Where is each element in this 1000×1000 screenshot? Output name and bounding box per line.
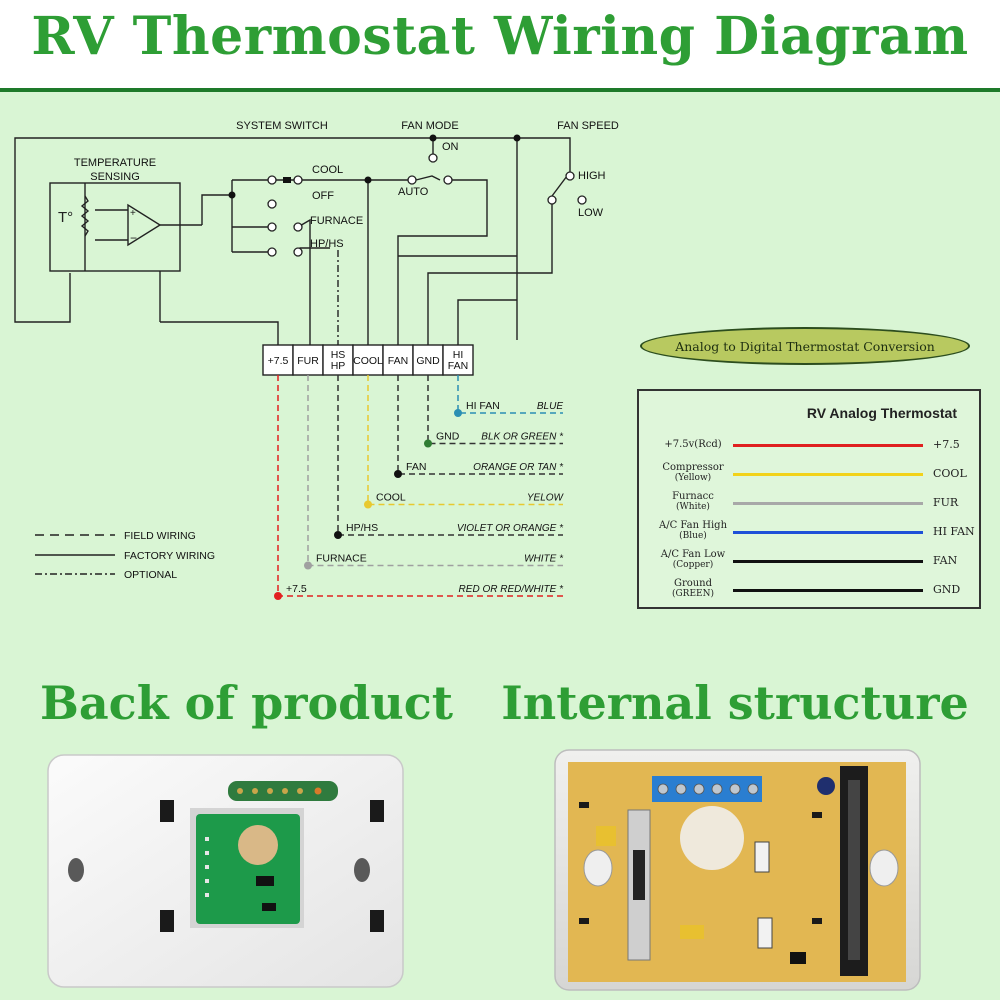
analog-row-terminal: HI FAN <box>933 525 975 538</box>
label-furnace: FURNACE <box>310 215 363 227</box>
wire-label: COOL <box>376 492 406 504</box>
field-wire-row: GND BLK OR GREEN * <box>424 375 564 448</box>
analog-row-terminal: +7.5 <box>933 438 960 451</box>
label-cool: COOL <box>312 164 343 176</box>
analog-row: A/C Fan High(Blue) HI FAN <box>649 520 979 544</box>
legend-optional: OPTIONAL <box>124 569 177 581</box>
wire-color-name: BLK OR GREEN * <box>481 432 564 443</box>
analog-row-label: Compressor(Yellow) <box>662 462 724 483</box>
analog-row-terminal: FAN <box>933 554 958 567</box>
field-wire-row: FURNACE WHITE * <box>304 375 564 570</box>
label-temperature-sensing: TEMPERATURE <box>74 157 156 169</box>
svg-text:−: − <box>130 231 137 245</box>
analog-row-terminal: GND <box>933 583 961 596</box>
wire-color-name: WHITE * <box>524 554 564 565</box>
analog-row: +7.5v(Rcd) +7.5 <box>649 433 979 457</box>
legend-factory-wiring: FACTORY WIRING <box>124 550 215 562</box>
wire-label: FAN <box>406 461 426 473</box>
label-fan-speed: FAN SPEED <box>557 120 619 132</box>
label-auto: AUTO <box>398 186 429 198</box>
analog-row-wire <box>733 560 923 563</box>
analog-row-wire <box>733 473 923 476</box>
wire-label: HI FAN <box>466 400 500 412</box>
svg-text:HI: HI <box>453 349 464 361</box>
analog-table-title: RV Analog Thermostat <box>806 405 957 421</box>
terminal--7-5: +7.5 <box>262 344 294 376</box>
wire-label: HP/HS <box>346 522 378 534</box>
analog-row-label: +7.5v(Rcd) <box>664 439 722 450</box>
label-low: LOW <box>578 207 604 219</box>
svg-text:+: + <box>130 208 136 219</box>
wire-color-name: YELOW <box>527 493 565 504</box>
terminal-gnd: GND <box>412 344 444 376</box>
field-wire-row: HI FAN BLUE <box>454 375 563 417</box>
analog-row-wire <box>733 502 923 505</box>
label-fan-mode: FAN MODE <box>401 120 458 132</box>
field-wires: HI FAN BLUE GND BLK OR GREEN * FAN ORANGE OR … <box>274 375 565 600</box>
internal-structure-title: Internal structure <box>501 676 969 730</box>
conversion-badge-label: Analog to Digital Thermostat Conversion <box>675 338 935 354</box>
terminal-cool: COOL <box>352 344 384 376</box>
title-band <box>0 0 1000 92</box>
wire-color-name: BLUE <box>537 401 563 412</box>
label-hphs: HP/HS <box>310 238 344 250</box>
svg-text:HP: HP <box>331 360 346 372</box>
conversion-badge: Analog to Digital Thermostat Conversion <box>640 327 970 365</box>
terminal-fur: FUR <box>292 344 324 376</box>
analog-row-label: Ground(GREEN) <box>671 578 714 599</box>
wire-color-name: RED OR RED/WHITE * <box>459 584 565 595</box>
analog-row: A/C Fan Low(Copper) FAN <box>649 549 979 573</box>
label-high: HIGH <box>578 170 606 182</box>
svg-text:FUR: FUR <box>297 355 319 367</box>
wire-color-name: VIOLET OR ORANGE * <box>457 523 564 534</box>
field-wire-row: FAN ORANGE OR TAN * <box>394 375 564 478</box>
svg-text:SENSING: SENSING <box>90 171 140 183</box>
label-system-switch: SYSTEM SWITCH <box>236 120 328 132</box>
svg-text:HS: HS <box>331 349 346 361</box>
svg-text:GND: GND <box>416 355 440 367</box>
analog-row-label: Furnacc(White) <box>672 491 714 512</box>
analog-row-terminal: COOL <box>933 467 967 480</box>
wire-label: FURNACE <box>316 553 367 565</box>
analog-row: Furnacc(White) FUR <box>649 491 979 515</box>
field-wire-row: COOL YELOW <box>364 375 565 509</box>
analog-row-wire <box>733 531 923 534</box>
field-wire-row: HP/HS VIOLET OR ORANGE * <box>334 375 564 539</box>
label-on: ON <box>442 141 459 153</box>
back-of-product-title: Back of product <box>40 676 454 730</box>
analog-row-label: A/C Fan High(Blue) <box>658 520 728 541</box>
wiring-legend: FIELD WIRING FACTORY WIRING OPTIONAL <box>35 530 215 581</box>
svg-text:+7.5: +7.5 <box>268 355 289 367</box>
analog-row: Ground(GREEN) GND <box>649 578 979 602</box>
label-off: OFF <box>312 190 334 202</box>
legend-field-wiring: FIELD WIRING <box>124 530 196 542</box>
svg-text:FAN: FAN <box>388 355 408 367</box>
wire-label: GND <box>436 431 460 443</box>
terminal-fan: FAN <box>382 344 414 376</box>
wire-color-name: ORANGE OR TAN * <box>473 462 564 473</box>
analog-row-label: A/C Fan Low(Copper) <box>660 549 726 570</box>
analog-row-wire <box>733 589 923 592</box>
analog-row-wire <box>733 444 923 447</box>
analog-row-terminal: FUR <box>933 496 959 509</box>
field-wire-row: +7.5 RED OR RED/WHITE * <box>274 375 564 600</box>
analog-row: Compressor(Yellow) COOL <box>649 462 979 486</box>
svg-text:COOL: COOL <box>353 355 383 367</box>
page-title: RV Thermostat Wiring Diagram <box>31 6 969 67</box>
wire-label: +7.5 <box>286 583 307 595</box>
svg-text:T°: T° <box>58 209 73 226</box>
svg-text:FAN: FAN <box>448 360 468 372</box>
